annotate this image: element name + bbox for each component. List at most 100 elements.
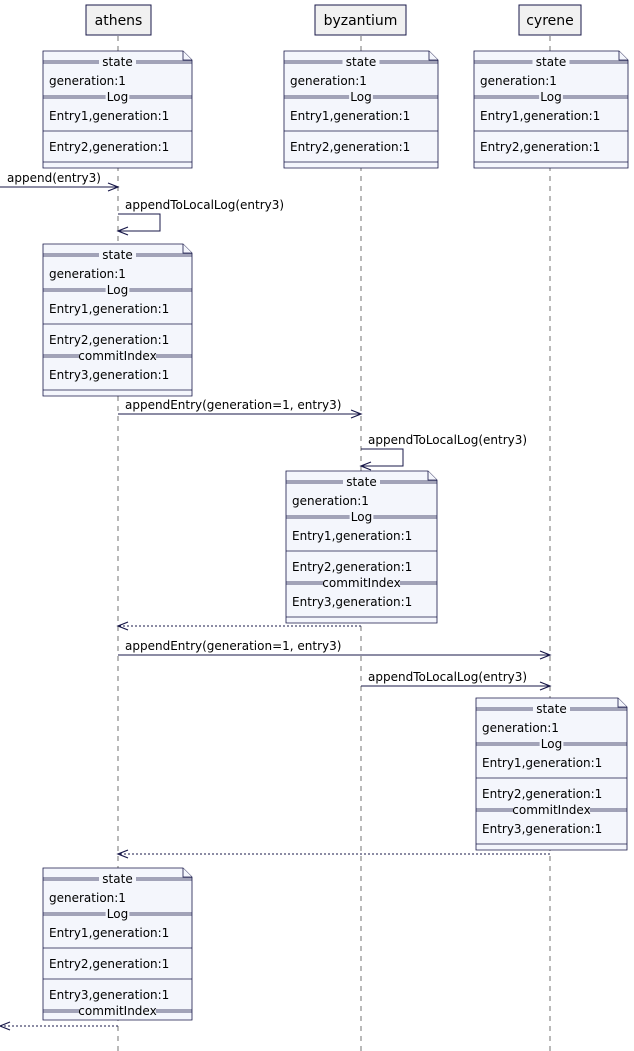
- note-text: Entry2,generation:1: [480, 140, 600, 154]
- message-call: append(entry3): [0, 171, 120, 192]
- note-section-title: Log: [107, 907, 128, 921]
- participant-label: athens: [95, 13, 143, 29]
- arrowhead: [539, 650, 552, 660]
- state-note-byzantium: state generation:1LogEntry1,generation:1E…: [283, 50, 439, 169]
- state-note-cyrene: state generation:1LogEntry1,generation:1E…: [473, 50, 629, 169]
- note-body: [283, 50, 439, 169]
- note-text: Entry1,generation:1: [480, 109, 600, 123]
- note-fold: [182, 868, 192, 878]
- arrowhead: [539, 681, 552, 691]
- note-body: [42, 867, 193, 1021]
- note-text: Entry1,generation:1: [49, 109, 169, 123]
- note-fold: [427, 471, 437, 481]
- message-call: appendEntry(generation=1, entry3): [118, 398, 363, 419]
- note-text: Entry1,generation:1: [290, 109, 410, 123]
- note-body: [475, 697, 628, 851]
- note-text: Entry2,generation:1: [292, 560, 412, 574]
- note-body: [42, 50, 193, 169]
- message-call: appendToLocalLog(entry3): [116, 198, 284, 236]
- note-section-title: Log: [541, 737, 562, 751]
- message-return: [0, 1021, 118, 1031]
- note-section-title: state: [346, 475, 376, 489]
- participant-box: [314, 4, 407, 36]
- participant-box: [518, 4, 582, 36]
- arrowhead: [107, 182, 120, 192]
- arrowhead: [116, 621, 129, 631]
- participant-label: byzantium: [324, 13, 398, 29]
- message-label: appendToLocalLog(entry3): [125, 198, 284, 212]
- state-note-athens: state generation:1LogEntry1,generation:1E…: [42, 50, 193, 169]
- note-text: Entry3,generation:1: [49, 368, 169, 382]
- note-text: generation:1: [290, 74, 367, 88]
- state-note-athens: state generation:1LogEntry1,generation:1E…: [42, 243, 193, 397]
- arrowhead: [350, 409, 363, 419]
- arrowhead: [116, 226, 129, 236]
- note-body: [42, 243, 193, 397]
- note-section-title: state: [102, 872, 132, 886]
- state-note-byzantium: state generation:1LogEntry1,generation:1E…: [285, 470, 438, 624]
- note-fold: [428, 51, 438, 61]
- note-section-title: state: [102, 248, 132, 262]
- note-text: generation:1: [49, 891, 126, 905]
- note-text: generation:1: [49, 74, 126, 88]
- note-section-title: Log: [540, 90, 561, 104]
- message-label: append(entry3): [7, 171, 101, 185]
- self-message-line: [118, 213, 161, 232]
- note-section-title: Log: [350, 90, 371, 104]
- note-text: Entry1,generation:1: [49, 302, 169, 316]
- note-body: [285, 470, 438, 624]
- note-text: Entry3,generation:1: [292, 595, 412, 609]
- arrowhead: [116, 849, 129, 859]
- participant-byzantium: byzantium: [314, 4, 407, 36]
- message-call: appendToLocalLog(entry3): [359, 433, 527, 471]
- note-section-title: state: [102, 55, 132, 69]
- note-text: Entry2,generation:1: [49, 333, 169, 347]
- note-section-title: Log: [107, 283, 128, 297]
- note-section-title: state: [536, 702, 566, 716]
- participant-label: cyrene: [526, 13, 574, 29]
- participant-cyrene: cyrene: [518, 4, 582, 36]
- note-text: Entry2,generation:1: [482, 787, 602, 801]
- message-label: appendToLocalLog(entry3): [368, 433, 527, 447]
- note-fold: [617, 698, 627, 708]
- note-fold: [618, 51, 628, 61]
- message-label: appendToLocalLog(entry3): [368, 670, 527, 684]
- note-text: generation:1: [292, 494, 369, 508]
- note-text: Entry3,generation:1: [49, 988, 169, 1002]
- message-return: [116, 849, 550, 859]
- message-label: appendEntry(generation=1, entry3): [125, 398, 341, 412]
- arrowhead: [0, 1021, 11, 1031]
- participant-athens: athens: [85, 4, 152, 36]
- note-section-title: Log: [351, 510, 372, 524]
- note-section-title: commitIndex: [512, 803, 590, 817]
- note-section-title: state: [536, 55, 566, 69]
- note-body: [473, 50, 629, 169]
- message-call: appendEntry(generation=1, entry3): [118, 639, 552, 660]
- note-text: generation:1: [480, 74, 557, 88]
- state-note-cyrene: state generation:1LogEntry1,generation:1E…: [475, 697, 628, 851]
- participant-box: [85, 4, 152, 36]
- message-label: appendEntry(generation=1, entry3): [125, 639, 341, 653]
- note-section-title: state: [346, 55, 376, 69]
- message-return: [116, 621, 361, 631]
- note-fold: [182, 51, 192, 61]
- note-fold: [182, 244, 192, 254]
- note-text: Entry1,generation:1: [482, 756, 602, 770]
- note-section-title: Log: [107, 90, 128, 104]
- arrowhead: [359, 461, 372, 471]
- note-text: generation:1: [482, 721, 559, 735]
- note-text: Entry1,generation:1: [292, 529, 412, 543]
- note-section-title: commitIndex: [78, 1004, 156, 1018]
- note-text: Entry2,generation:1: [49, 957, 169, 971]
- note-section-title: commitIndex: [78, 349, 156, 363]
- state-note-athens: state generation:1LogEntry1,generation:1E…: [42, 867, 193, 1021]
- note-text: Entry1,generation:1: [49, 926, 169, 940]
- note-text: generation:1: [49, 267, 126, 281]
- note-text: Entry3,generation:1: [482, 822, 602, 836]
- note-section-title: commitIndex: [322, 576, 400, 590]
- note-text: Entry2,generation:1: [290, 140, 410, 154]
- self-message-line: [361, 448, 404, 467]
- message-call: appendToLocalLog(entry3): [361, 670, 552, 691]
- note-text: Entry2,generation:1: [49, 140, 169, 154]
